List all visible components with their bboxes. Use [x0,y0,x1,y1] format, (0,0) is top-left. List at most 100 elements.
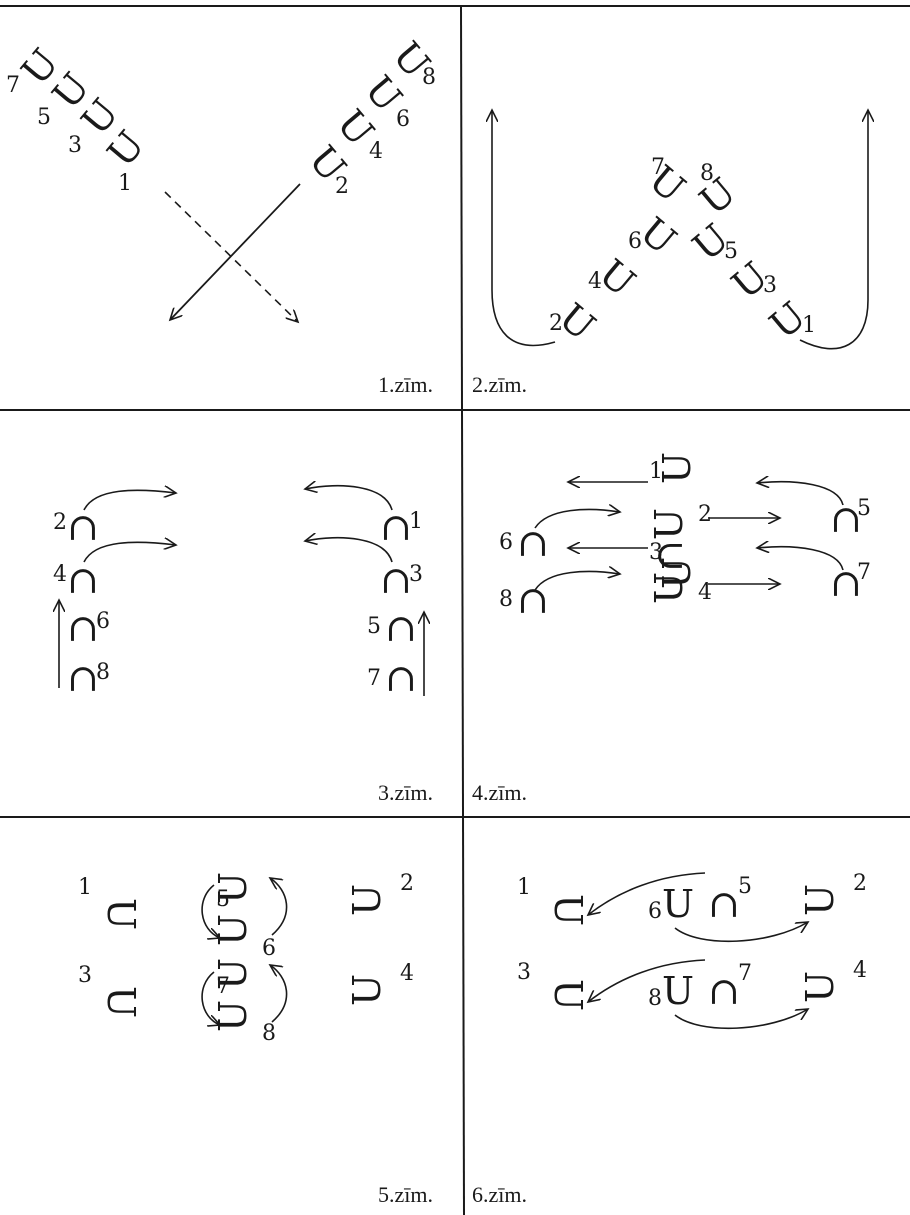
curved-arrow [305,486,393,511]
label-2: 2 [335,174,349,199]
curved-arrow [674,1009,808,1030]
label-1: 1 [802,313,816,338]
label-7: 7 [216,974,230,999]
label-5: 5 [738,874,752,899]
magnet-glyph: ∩ [708,882,740,926]
caption-4: 4.zīm. [472,780,527,805]
label-8: 8 [499,587,513,612]
label-5: 5 [37,105,51,130]
caption-3: 3.zīm. [378,780,433,805]
caption-2: 2.zīm. [472,372,527,397]
label-5: 5 [367,614,381,639]
magnet-glyph: ∩ [67,606,99,650]
magnet-glyph: ∩ [67,656,99,700]
magnet-glyph: ∩ [380,505,412,549]
label-6: 6 [499,530,513,555]
magnet-glyph: U [655,557,699,589]
label-3: 3 [517,960,531,985]
caption-5: 5.zīm. [378,1182,433,1207]
dashed-arrow [164,191,298,322]
panel-2-right-diagonal: U U U U 8 5 3 1 [684,161,816,348]
label-4: 4 [698,580,712,605]
panel-1-left-diagonal: U U U U 7 5 3 1 [6,40,153,196]
curved-arrow [757,482,844,506]
magnet-glyph: U [662,882,694,926]
curved-arrow [588,959,706,1002]
magnet-glyph: ∩ [380,558,412,602]
label-5: 5 [857,496,871,521]
label-7: 7 [6,73,20,98]
magnet-column: U∩U [647,508,691,604]
curved-arrow [534,509,620,529]
label-2: 2 [53,510,67,535]
label-7: 7 [367,666,381,691]
label-8: 8 [96,660,110,685]
label-8: 8 [422,65,436,90]
panel-5: U U 1 3 U U U U 5 6 7 8 U U 2 4 5.zīm. [78,871,433,1207]
label-3: 3 [649,540,663,565]
magnet-glyph: ∩ [67,558,99,602]
label-6: 6 [262,936,276,961]
label-1: 1 [517,875,531,900]
curved-arrow [305,538,393,563]
magnet-glyph: U [798,884,842,916]
right-u-arrow [799,110,868,350]
label-4: 4 [369,139,383,164]
magnet-glyph: U [345,884,389,916]
label-3: 3 [68,133,82,158]
curved-arrow [83,542,176,563]
label-2: 2 [400,871,414,896]
label-1: 1 [78,875,92,900]
curved-arrow [270,965,288,1023]
magnet-glyph: U [345,974,389,1006]
label-6: 6 [96,609,110,634]
curved-arrow [201,884,220,938]
label-3: 3 [763,273,777,298]
panel-1-right-diagonal: U U U U 2 4 6 8 [300,33,438,199]
label-6: 6 [628,229,642,254]
curved-arrow [588,872,706,915]
curved-arrow [534,571,620,591]
magnet-glyph: U [662,969,694,1013]
label-8: 8 [262,1021,276,1046]
panel-6: U U 1 3 U U 6 8 ∩ ∩ 5 7 U U 2 4 6.zīm. [472,871,867,1207]
curved-arrow [83,490,176,511]
label-4: 4 [400,961,414,986]
label-1: 1 [649,459,663,484]
label-7: 7 [651,155,665,180]
label-7: 7 [857,560,871,585]
label-6: 6 [396,107,410,132]
magnet-glyph: U [211,1000,255,1032]
magnet-glyph: U [798,971,842,1003]
magnet-glyph: ∩ [67,505,99,549]
panel-4: U∩U U U 1 2 3 4 ∩ ∩ 6 8 ∩ ∩ 5 7 4.zīm. [472,452,871,805]
magnet-glyph: U [641,157,694,211]
magnet-glyph: U [211,872,255,904]
label-3: 3 [78,963,92,988]
panel-3: ∩ ∩ ∩ ∩ 2 4 6 8 ∩ ∩ ∩ ∩ 1 3 5 7 3.zīm. [53,486,433,805]
magnet-glyph: ∩ [708,969,740,1013]
magnet-glyph: U [546,894,590,926]
curved-arrow [201,971,220,1025]
magnet-glyph: ∩ [830,497,862,541]
label-2: 2 [698,502,712,527]
curved-arrow [757,547,844,571]
magnet-glyph: U [211,958,255,990]
vertical-divider [460,5,465,1215]
caption-1: 1.zīm. [378,372,433,397]
label-7: 7 [738,961,752,986]
label-4: 4 [853,958,867,983]
panel-grid [0,5,910,1215]
magnet-glyph: ∩ [385,656,417,700]
label-8: 8 [648,986,662,1011]
label-2: 2 [549,311,563,336]
magnet-glyph: U [211,914,255,946]
magnet-glyph: ∩ [830,561,862,605]
label-1: 1 [118,171,132,196]
label-8: 8 [700,161,714,186]
solid-arrow [170,183,301,320]
panel-2: U U U U 2 4 6 7 U U U U 8 5 3 1 2.zīm. [472,110,868,397]
magnet-glyph: ∩ [517,578,549,622]
magnet-glyph: U [546,979,590,1011]
